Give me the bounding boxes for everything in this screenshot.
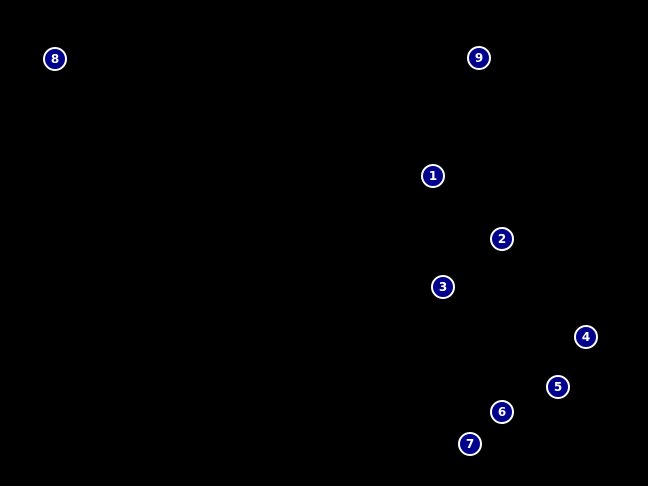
marker-8[interactable]: 8 [43,47,67,71]
marker-4[interactable]: 4 [574,325,598,349]
marker-6[interactable]: 6 [490,400,514,424]
marker-1[interactable]: 1 [421,164,445,188]
marker-3[interactable]: 3 [431,275,455,299]
marker-9[interactable]: 9 [467,46,491,70]
marker-5[interactable]: 5 [546,375,570,399]
marker-7[interactable]: 7 [458,432,482,456]
marker-2[interactable]: 2 [490,227,514,251]
